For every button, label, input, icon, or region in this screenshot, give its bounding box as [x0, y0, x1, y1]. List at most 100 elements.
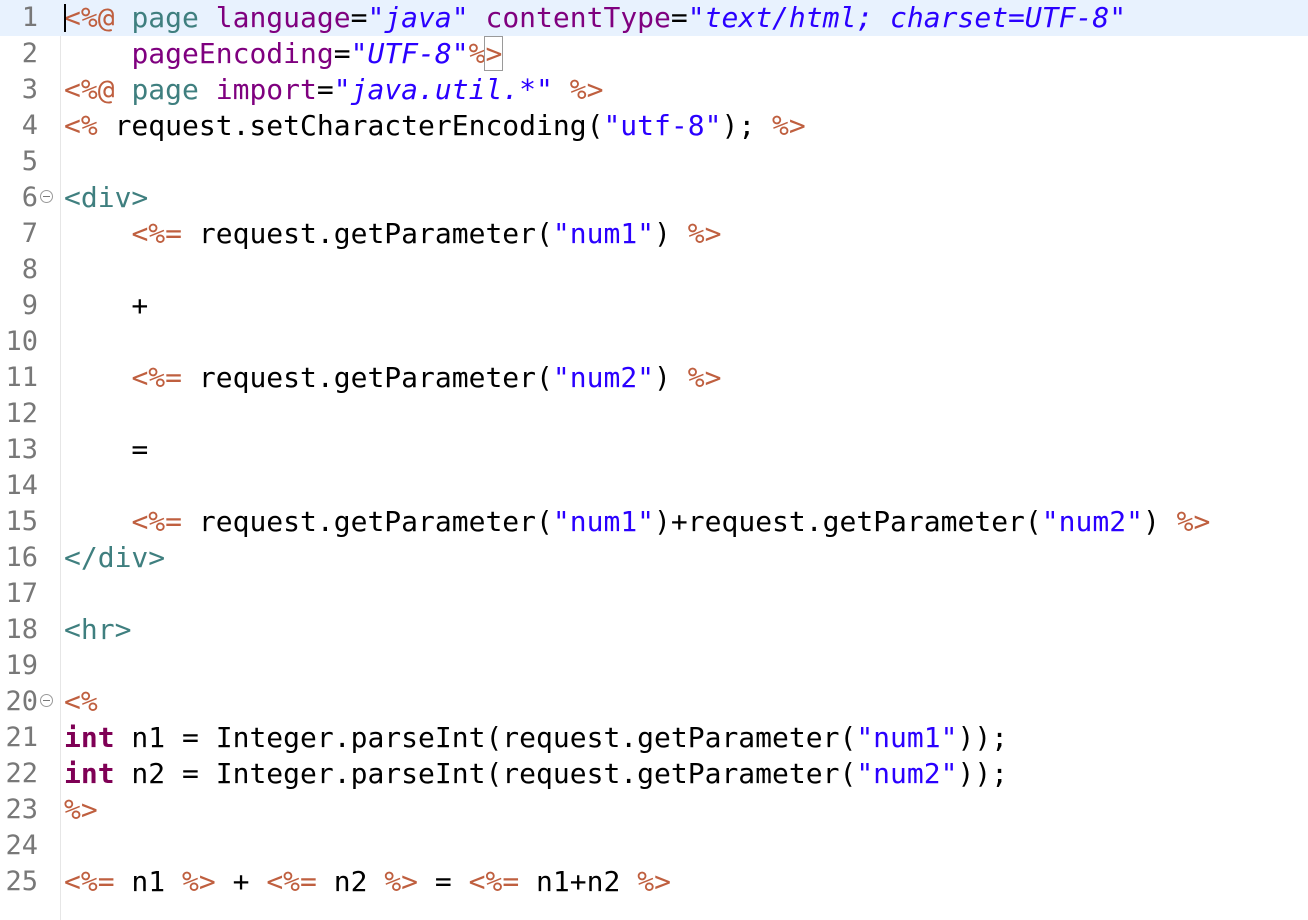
line-number: 10	[5, 326, 38, 357]
line-code: <%= request.getParameter("num1")+request…	[64, 504, 1210, 540]
code-line[interactable]: 15 <%= request.getParameter("num1")+requ…	[0, 504, 1308, 540]
code-token: =	[333, 37, 351, 70]
code-line[interactable]: 8	[0, 252, 1308, 288]
code-token: int	[64, 757, 115, 790]
code-line[interactable]: 12	[0, 396, 1308, 432]
code-token: %>	[772, 109, 806, 142]
code-line[interactable]: 22 int n2 = Integer.parseInt(request.getP…	[0, 756, 1308, 792]
code-token: "num2"	[552, 361, 655, 394]
code-token	[64, 217, 131, 250]
code-line[interactable]: 21 int n1 = Integer.parseInt(request.getP…	[0, 720, 1308, 756]
code-token: )+request.getParameter(	[654, 505, 1042, 538]
code-token: request.getParameter(	[182, 217, 553, 250]
code-token	[199, 73, 216, 106]
code-token: %>	[384, 865, 419, 898]
code-token: %>	[637, 865, 671, 898]
code-token: language	[215, 1, 351, 34]
code-token: <%	[64, 685, 98, 718]
line-number: 12	[5, 398, 38, 429]
code-token: %>	[64, 793, 98, 826]
code-token: </div>	[64, 541, 166, 574]
line-number: 8	[21, 254, 38, 285]
code-line[interactable]: 23 %>	[0, 792, 1308, 828]
line-number: 14	[5, 470, 38, 501]
line-number: 24	[5, 830, 38, 861]
code-line[interactable]: 25<%= n1 %> + <%= n2 %> = <%= n1+n2 %>	[0, 864, 1308, 900]
text-cursor	[64, 4, 66, 32]
line-code: <% request.setCharacterEncoding("utf-8")…	[64, 108, 806, 144]
code-line[interactable]: 24	[0, 828, 1308, 864]
code-token: n1+n2	[519, 865, 638, 898]
code-token: <%=	[468, 865, 520, 898]
code-line[interactable]: 1<%@ page language="java" contentType="t…	[0, 0, 1308, 36]
code-token: n1	[114, 865, 183, 898]
line-number: 13	[5, 434, 38, 465]
code-token: <%=	[131, 505, 183, 538]
line-number: 4	[21, 110, 38, 141]
line-number: 7	[21, 218, 38, 249]
code-token: %>	[687, 217, 722, 250]
line-number: 20	[5, 686, 38, 717]
code-token: %>	[687, 361, 722, 394]
line-code: <%= request.getParameter("num1") %>	[64, 216, 721, 252]
line-code: </div>	[64, 540, 165, 576]
code-line[interactable]: 20 <%	[0, 684, 1308, 720]
code-token	[64, 37, 131, 70]
code-token: n2	[316, 865, 385, 898]
code-token: request.getParameter(	[182, 505, 553, 538]
code-line[interactable]: 2 pageEncoding="UTF-8"%>	[0, 36, 1308, 72]
code-line[interactable]: 17	[0, 576, 1308, 612]
code-line[interactable]: 18<hr>	[0, 612, 1308, 648]
line-code: <div>	[64, 180, 148, 216]
code-token: "num2"	[1041, 505, 1143, 538]
code-line[interactable]: 3<%@ page import="java.util.*" %>	[0, 72, 1308, 108]
code-line[interactable]: 5	[0, 144, 1308, 180]
code-line[interactable]: 19	[0, 648, 1308, 684]
code-line[interactable]: 10	[0, 324, 1308, 360]
line-code: int n2 = Integer.parseInt(request.getPar…	[64, 756, 1008, 792]
code-token: %	[468, 37, 486, 70]
code-token: int	[64, 721, 115, 754]
code-token	[469, 1, 486, 34]
code-token: "num1"	[552, 505, 655, 538]
line-code: <%@ page language="java" contentType="te…	[64, 0, 1126, 36]
line-number: 21	[5, 722, 38, 753]
line-code: <%@ page import="java.util.*" %>	[64, 72, 603, 108]
line-number: 23	[5, 794, 38, 825]
code-token: pageEncoding	[131, 37, 334, 70]
line-number-gutter	[0, 0, 61, 920]
line-number: 5	[21, 146, 38, 177]
line-code: <%= request.getParameter("num2") %>	[64, 360, 721, 396]
code-line[interactable]: 16</div>	[0, 540, 1308, 576]
fold-collapse-icon[interactable]	[40, 190, 53, 203]
code-token	[553, 73, 570, 106]
code-token: ));	[957, 757, 1009, 790]
line-code: int n1 = Integer.parseInt(request.getPar…	[64, 720, 1008, 756]
code-token: <hr>	[64, 613, 132, 646]
code-token: %>	[569, 73, 604, 106]
code-token: page	[131, 73, 199, 106]
code-line[interactable]: 7 <%= request.getParameter("num1") %>	[0, 216, 1308, 252]
code-token: >	[484, 36, 504, 71]
code-token: <%=	[64, 865, 115, 898]
code-token: =	[64, 433, 149, 466]
code-token: =	[350, 1, 368, 34]
line-number: 19	[5, 650, 38, 681]
code-token: n2 = Integer.parseInt(request.getParamet…	[114, 757, 857, 790]
code-line[interactable]: 14	[0, 468, 1308, 504]
code-token: %>	[182, 865, 216, 898]
code-line[interactable]: 9 +	[0, 288, 1308, 324]
code-line[interactable]: 6<div>	[0, 180, 1308, 216]
line-code: pageEncoding="UTF-8"%>	[64, 36, 504, 72]
code-line[interactable]: 13 =	[0, 432, 1308, 468]
code-token	[64, 361, 131, 394]
code-line[interactable]: 11 <%= request.getParameter("num2") %>	[0, 360, 1308, 396]
code-token: "num2"	[856, 757, 958, 790]
fold-collapse-icon[interactable]	[40, 694, 53, 707]
code-line[interactable]: 4 <% request.setCharacterEncoding("utf-8"…	[0, 108, 1308, 144]
code-token: contentType	[485, 1, 671, 34]
line-number: 22	[5, 758, 38, 789]
code-token: request.setCharacterEncoding(	[97, 109, 604, 142]
line-number: 9	[21, 290, 38, 321]
